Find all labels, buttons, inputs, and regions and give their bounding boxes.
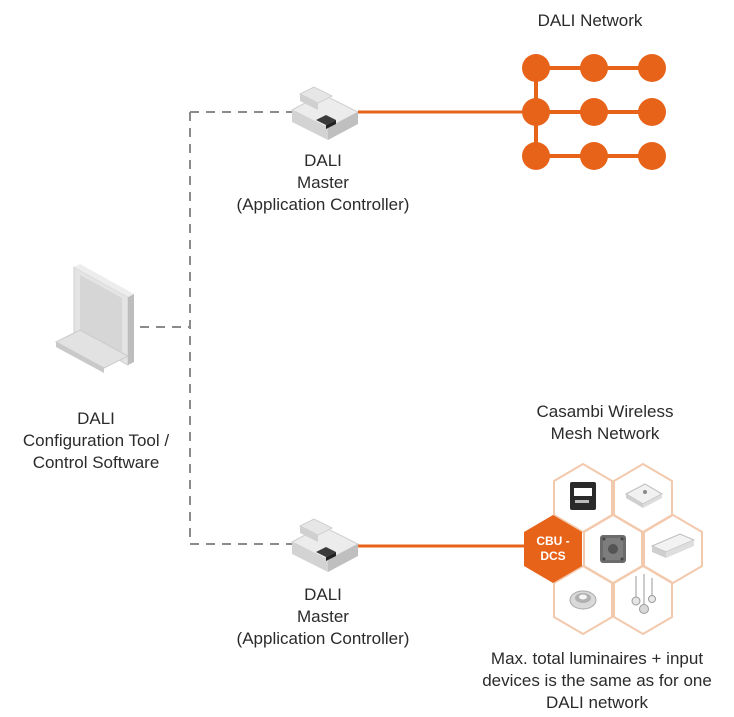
dali-network-node-icon <box>522 142 550 170</box>
top-master-label: DALI Master (Application Controller) <box>218 150 428 216</box>
casambi-mesh-cluster <box>524 462 703 636</box>
capacity-note: Max. total luminaires + input devices is… <box>460 648 734 714</box>
dali-network-title-text: DALI Network <box>537 11 643 30</box>
downlight-icon <box>569 590 597 610</box>
dali-network-node-icon <box>522 98 550 126</box>
casambi-title-line1: Casambi Wireless <box>536 402 674 421</box>
bottom-master-line2: Master <box>297 607 349 626</box>
config-tool-line1: DALI <box>77 409 115 428</box>
top-master-line2: Master <box>297 173 349 192</box>
dali-network-node-icon <box>580 98 608 126</box>
cbu-badge-line2: DCS <box>540 549 566 563</box>
dali-network-node-icon <box>522 54 550 82</box>
dali-network-node-icon <box>638 54 666 82</box>
dashed-connections <box>140 111 298 545</box>
casambi-title-line2: Mesh Network <box>550 424 660 443</box>
casambi-sensor-icon <box>600 535 626 563</box>
casambi-module-icon <box>570 482 596 510</box>
config-tool-line3: Control Software <box>32 453 160 472</box>
capacity-note-line1: Max. total luminaires + input <box>490 649 704 668</box>
dali-network-node-icon <box>638 98 666 126</box>
top-master-line1: DALI <box>304 151 342 170</box>
cbu-dcs-hexagon <box>524 515 582 583</box>
dali-master-device-icon <box>290 86 360 140</box>
top-master-line3: (Application Controller) <box>236 195 410 214</box>
led-driver-icon <box>650 533 696 558</box>
dali-network-title: DALI Network <box>520 10 660 32</box>
hex-cell-pendant <box>613 564 673 636</box>
dali-network-grid <box>522 54 666 170</box>
bottom-master-line1: DALI <box>304 585 342 604</box>
cbu-badge-line1: CBU - <box>536 534 570 548</box>
dali-network-node-icon <box>580 142 608 170</box>
casambi-wall-switch-icon <box>624 483 664 508</box>
capacity-note-line2: devices is the same as for one <box>482 671 712 690</box>
config-tool-line2: Configuration Tool / <box>22 431 170 450</box>
config-tool-label: DALI Configuration Tool / Control Softwa… <box>6 408 186 474</box>
dali-network-node-icon <box>638 142 666 170</box>
dali-master-device-icon <box>290 518 360 572</box>
pendant-lamps-icon <box>631 574 656 614</box>
bottom-master-label: DALI Master (Application Controller) <box>218 584 428 650</box>
capacity-note-line3: DALI network <box>545 693 649 712</box>
casambi-network-title: Casambi Wireless Mesh Network <box>510 401 700 445</box>
computer-icon <box>54 264 134 373</box>
orange-links <box>358 110 536 548</box>
cbu-dcs-badge-label: CBU - DCS <box>528 534 578 564</box>
bottom-master-line3: (Application Controller) <box>236 629 410 648</box>
dali-network-node-icon <box>580 54 608 82</box>
